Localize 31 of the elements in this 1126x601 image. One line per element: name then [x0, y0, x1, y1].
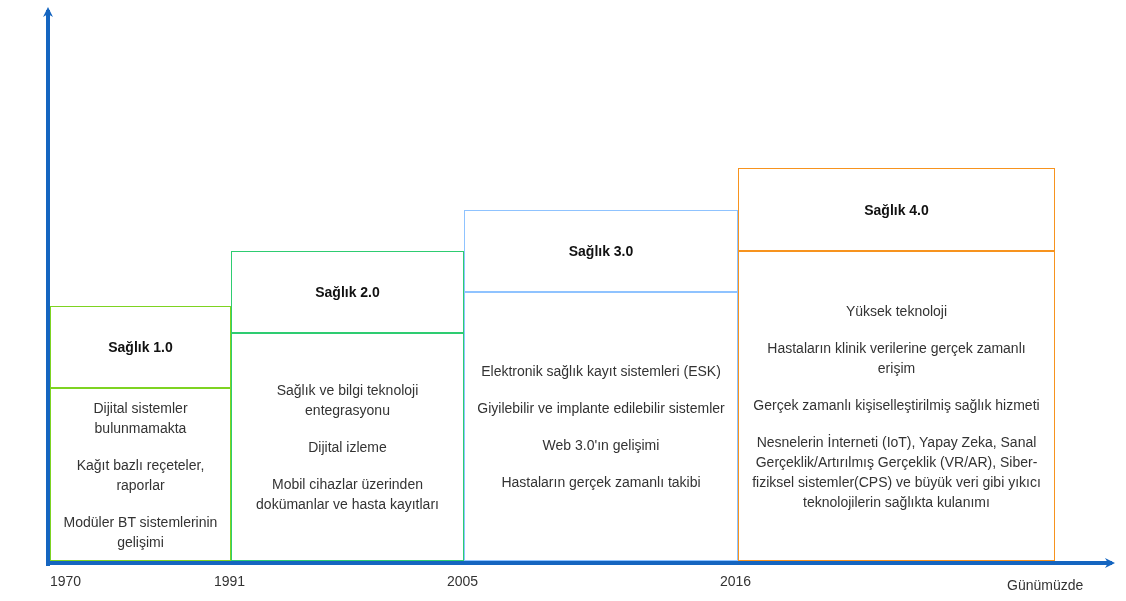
- era-detail-box: [231, 333, 464, 561]
- feature-text: Giyilebilir ve implante edilebilir sistemler: [476, 399, 726, 418]
- feature-text: Mobil cihazlar üzerinden dokümanlar ve hasta kayıtları: [255, 475, 440, 514]
- feature-text: Kağıt bazlı reçeteler, raporlar: [75, 455, 206, 495]
- feature-text: Modüler BT sistemlerinin gelişimi: [62, 512, 219, 552]
- era-title: Sağlık 2.0: [314, 284, 381, 300]
- feature-text: Elektronik sağlık kayıt sistemleri (ESK): [480, 362, 722, 381]
- year-label: 2005: [447, 573, 479, 589]
- feature-text: Sağlık ve bilgi teknoloji entegrasyonu: [275, 381, 420, 420]
- feature-text: Dijital izleme: [307, 438, 388, 457]
- feature-text: Gerçek zamanlı kişiselleştirilmiş sağlık hizmeti: [752, 395, 1041, 415]
- era-title: Sağlık 1.0: [107, 339, 174, 355]
- era-title: Sağlık 4.0: [863, 201, 930, 218]
- year-label: 2016: [720, 573, 752, 589]
- feature-text: Web 3.0'ın gelişimi: [541, 436, 661, 455]
- feature-text: Hastaların gerçek zamanlı takibi: [500, 473, 702, 492]
- era-header-box: [231, 251, 464, 333]
- feature-text: Dijital sistemler bulunmamakta: [92, 398, 189, 438]
- era-detail-box: [738, 251, 1055, 561]
- era-header-box: [50, 306, 231, 388]
- era-title: Sağlık 3.0: [567, 243, 635, 259]
- era-detail-box: [464, 292, 738, 561]
- era-header-box: [738, 168, 1055, 251]
- era-header-box: [464, 210, 738, 292]
- present-label: Günümüzde: [1007, 577, 1084, 593]
- era-detail-box: [50, 388, 231, 561]
- year-label: 1970: [50, 573, 82, 589]
- feature-text: Hastaların klinik verilerine gerçek zamanlı erişim: [766, 338, 1027, 378]
- year-label: 1991: [214, 573, 246, 589]
- feature-text: Yüksek teknoloji: [844, 301, 949, 321]
- feature-text: Nesnelerin İnterneti (IoT), Yapay Zeka, Sanal Gerçeklik/Artırılmış Gerçeklik (VR/AR), Siber-fiziksel sistemler(CPS) ve büyük veri gibi yıkıcı teknolojilerin sağlıkta kulanımı: [751, 432, 1042, 512]
